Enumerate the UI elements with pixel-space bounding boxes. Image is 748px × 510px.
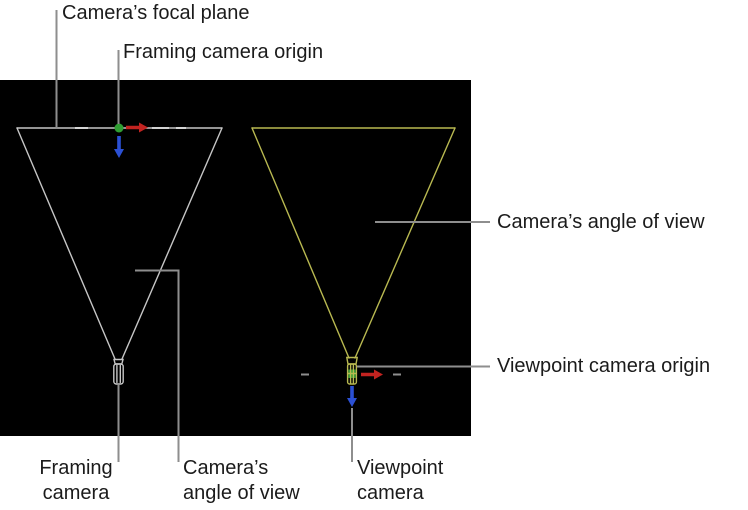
framing-frustum-right-edge <box>121 127 223 360</box>
viewpoint-camera-frustum <box>251 127 456 385</box>
label-angle-of-view-right: Camera’s angle of view <box>497 211 705 233</box>
viewer-canvas <box>0 80 471 436</box>
z-axis-arrowhead-icon <box>347 398 357 407</box>
label-viewpoint-origin: Viewpoint camera origin <box>497 355 711 377</box>
viewpoint-frustum-left-edge <box>251 127 350 359</box>
callout-line-angle-of-view-bottom <box>135 269 180 462</box>
framing-origin-dot <box>114 123 124 133</box>
label-framing-camera: Framing camera <box>39 457 113 504</box>
label-framing-origin: Framing camera origin <box>123 41 324 63</box>
viewpoint-frustum-right-edge <box>354 127 456 359</box>
label-angle-of-view-bottom: Camera’s angle of view <box>183 457 300 504</box>
x-axis-arrowhead-icon <box>139 122 148 133</box>
framing-frustum-left-edge <box>16 127 116 360</box>
x-axis-arrowhead-icon <box>374 369 383 380</box>
viewpoint-camera-icon <box>345 356 359 385</box>
framing-camera-body <box>113 363 124 385</box>
z-axis-arrowhead-icon <box>114 149 124 158</box>
label-focal-plane: Camera’s focal plane <box>62 2 250 24</box>
viewpoint-origin-axes <box>347 369 383 407</box>
label-viewpoint-camera: Viewpoint camera <box>357 457 444 504</box>
framing-origin-axes <box>114 122 148 158</box>
framing-camera-icon <box>113 358 124 385</box>
